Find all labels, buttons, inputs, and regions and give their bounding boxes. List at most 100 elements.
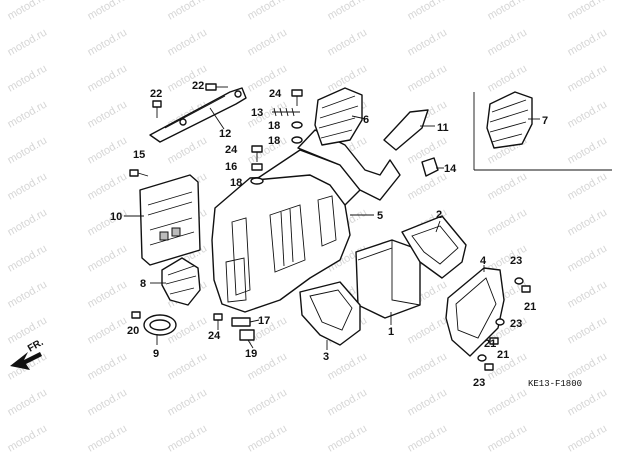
part-washer-18-low (250, 177, 264, 185)
watermark-text: motod.ru (486, 386, 530, 418)
watermark-text: motod.ru (86, 278, 130, 310)
callout-18-upper: 18 (268, 120, 280, 132)
part-washer-23-low (477, 354, 487, 362)
callout-17: 17 (258, 315, 270, 327)
watermark-text: motod.ru (246, 26, 290, 58)
watermark-text: motod.ru (166, 26, 210, 58)
part-washer-18-mid (291, 136, 303, 144)
callout-19: 19 (245, 348, 257, 360)
callout-18-mid: 18 (268, 135, 280, 147)
callout-24-top: 24 (269, 88, 282, 100)
part-bolt-24-top (291, 89, 303, 106)
watermark-text: motod.ru (486, 170, 530, 202)
callout-16: 16 (225, 161, 237, 173)
callout-20: 20 (127, 325, 139, 337)
watermark-text: motod.ru (326, 350, 370, 382)
part-bolt-22-upper (205, 83, 228, 91)
callout-22-upper: 22 (192, 80, 204, 92)
diagram-code: KE13-F1800 (528, 379, 582, 389)
watermark-text: motod.ru (86, 206, 130, 238)
callout-layer: 1 2 3 4 5 6 7 8 9 10 11 12 13 14 15 16 1… (110, 80, 548, 389)
watermark-text: motod.ru (486, 26, 530, 58)
watermark-text: motod.ru (86, 62, 130, 94)
part-clip (421, 157, 439, 177)
watermark-text: motod.ru (486, 206, 530, 238)
watermark-text: motod.ru (566, 170, 610, 202)
watermark-text: motod.ru (326, 0, 370, 23)
watermark-text: motod.ru (166, 350, 210, 382)
watermark-text: motod.ru (6, 0, 50, 23)
part-cover-plate (383, 109, 429, 151)
watermark-text: motod.ru (166, 422, 210, 454)
part-bolt-21-mid (489, 337, 499, 345)
watermark-text: motod.ru (566, 0, 610, 23)
watermark-text: motod.ru (486, 62, 530, 94)
callout-13: 13 (251, 107, 263, 119)
watermark-text: motod.ru (6, 242, 50, 274)
callout-3: 3 (323, 351, 329, 363)
watermark-text: motod.ru (86, 98, 130, 130)
callout-23-mid: 23 (510, 318, 522, 330)
watermark-text: motod.ru (406, 422, 450, 454)
callout-1: 1 (388, 326, 394, 338)
watermark-text: motod.ru (86, 134, 130, 166)
watermark-text: motod.ru (6, 386, 50, 418)
part-screw-20 (131, 311, 141, 319)
callout-2: 2 (436, 209, 442, 221)
watermark-text: motod.ru (486, 422, 530, 454)
callout-21-low: 21 (497, 349, 509, 361)
watermark-text: motod.ru (6, 134, 50, 166)
watermark-text: motod.ru (6, 422, 50, 454)
watermark-text: motod.ru (86, 350, 130, 382)
watermark-text: motod.ru (86, 242, 130, 274)
part-bolt-24-lower (213, 313, 223, 330)
watermark-text: motod.ru (326, 26, 370, 58)
watermark-text: motod.ru (566, 206, 610, 238)
watermark-text: motod.ru (86, 386, 130, 418)
callout-24-low: 24 (208, 330, 221, 342)
part-collar-17 (231, 317, 251, 327)
watermark-text: motod.ru (6, 62, 50, 94)
callout-9: 9 (153, 348, 159, 360)
watermark-text: motod.ru (86, 314, 130, 346)
callout-11: 11 (437, 122, 449, 134)
watermark-text: motod.ru (6, 170, 50, 202)
watermark-text: motod.ru (6, 206, 50, 238)
part-intake-funnel-inset (486, 91, 533, 149)
callout-12: 12 (219, 128, 231, 140)
part-filter-element (355, 239, 421, 319)
watermark-text: motod.ru (566, 386, 610, 418)
callout-22-left: 22 (150, 88, 162, 100)
watermark-text: motod.ru (86, 26, 130, 58)
callout-23-top: 23 (510, 255, 522, 267)
watermark-text: motod.ru (406, 0, 450, 23)
part-spring (272, 107, 300, 117)
watermark-text: motod.ru (566, 134, 610, 166)
watermark-text: motod.ru (246, 422, 290, 454)
watermark-text: motod.ru (86, 0, 130, 23)
watermark-text: motod.ru (406, 314, 450, 346)
callout-4: 4 (480, 255, 487, 267)
callout-7: 7 (542, 115, 548, 127)
part-connecting-hose (161, 257, 201, 306)
watermark-text: motod.ru (486, 0, 530, 23)
part-cover-4 (445, 267, 505, 357)
part-hose-clamp (143, 314, 177, 336)
callout-21-top: 21 (524, 301, 536, 313)
watermark-text: motod.ru (566, 98, 610, 130)
part-bolt-21-low (484, 363, 494, 371)
part-intake-funnel (314, 87, 363, 146)
watermark-text: motod.ru (166, 386, 210, 418)
callout-23-low: 23 (473, 377, 485, 389)
part-plate-3 (299, 281, 361, 346)
callout-14: 14 (444, 163, 457, 175)
watermark-text: motod.ru (6, 26, 50, 58)
callout-15: 15 (133, 149, 145, 161)
watermark-text: motod.ru (86, 422, 130, 454)
watermark-text: motod.ru (566, 350, 610, 382)
callout-6: 6 (363, 114, 369, 126)
watermark-text: motod.ru (406, 26, 450, 58)
watermark-text: motod.ru (326, 386, 370, 418)
